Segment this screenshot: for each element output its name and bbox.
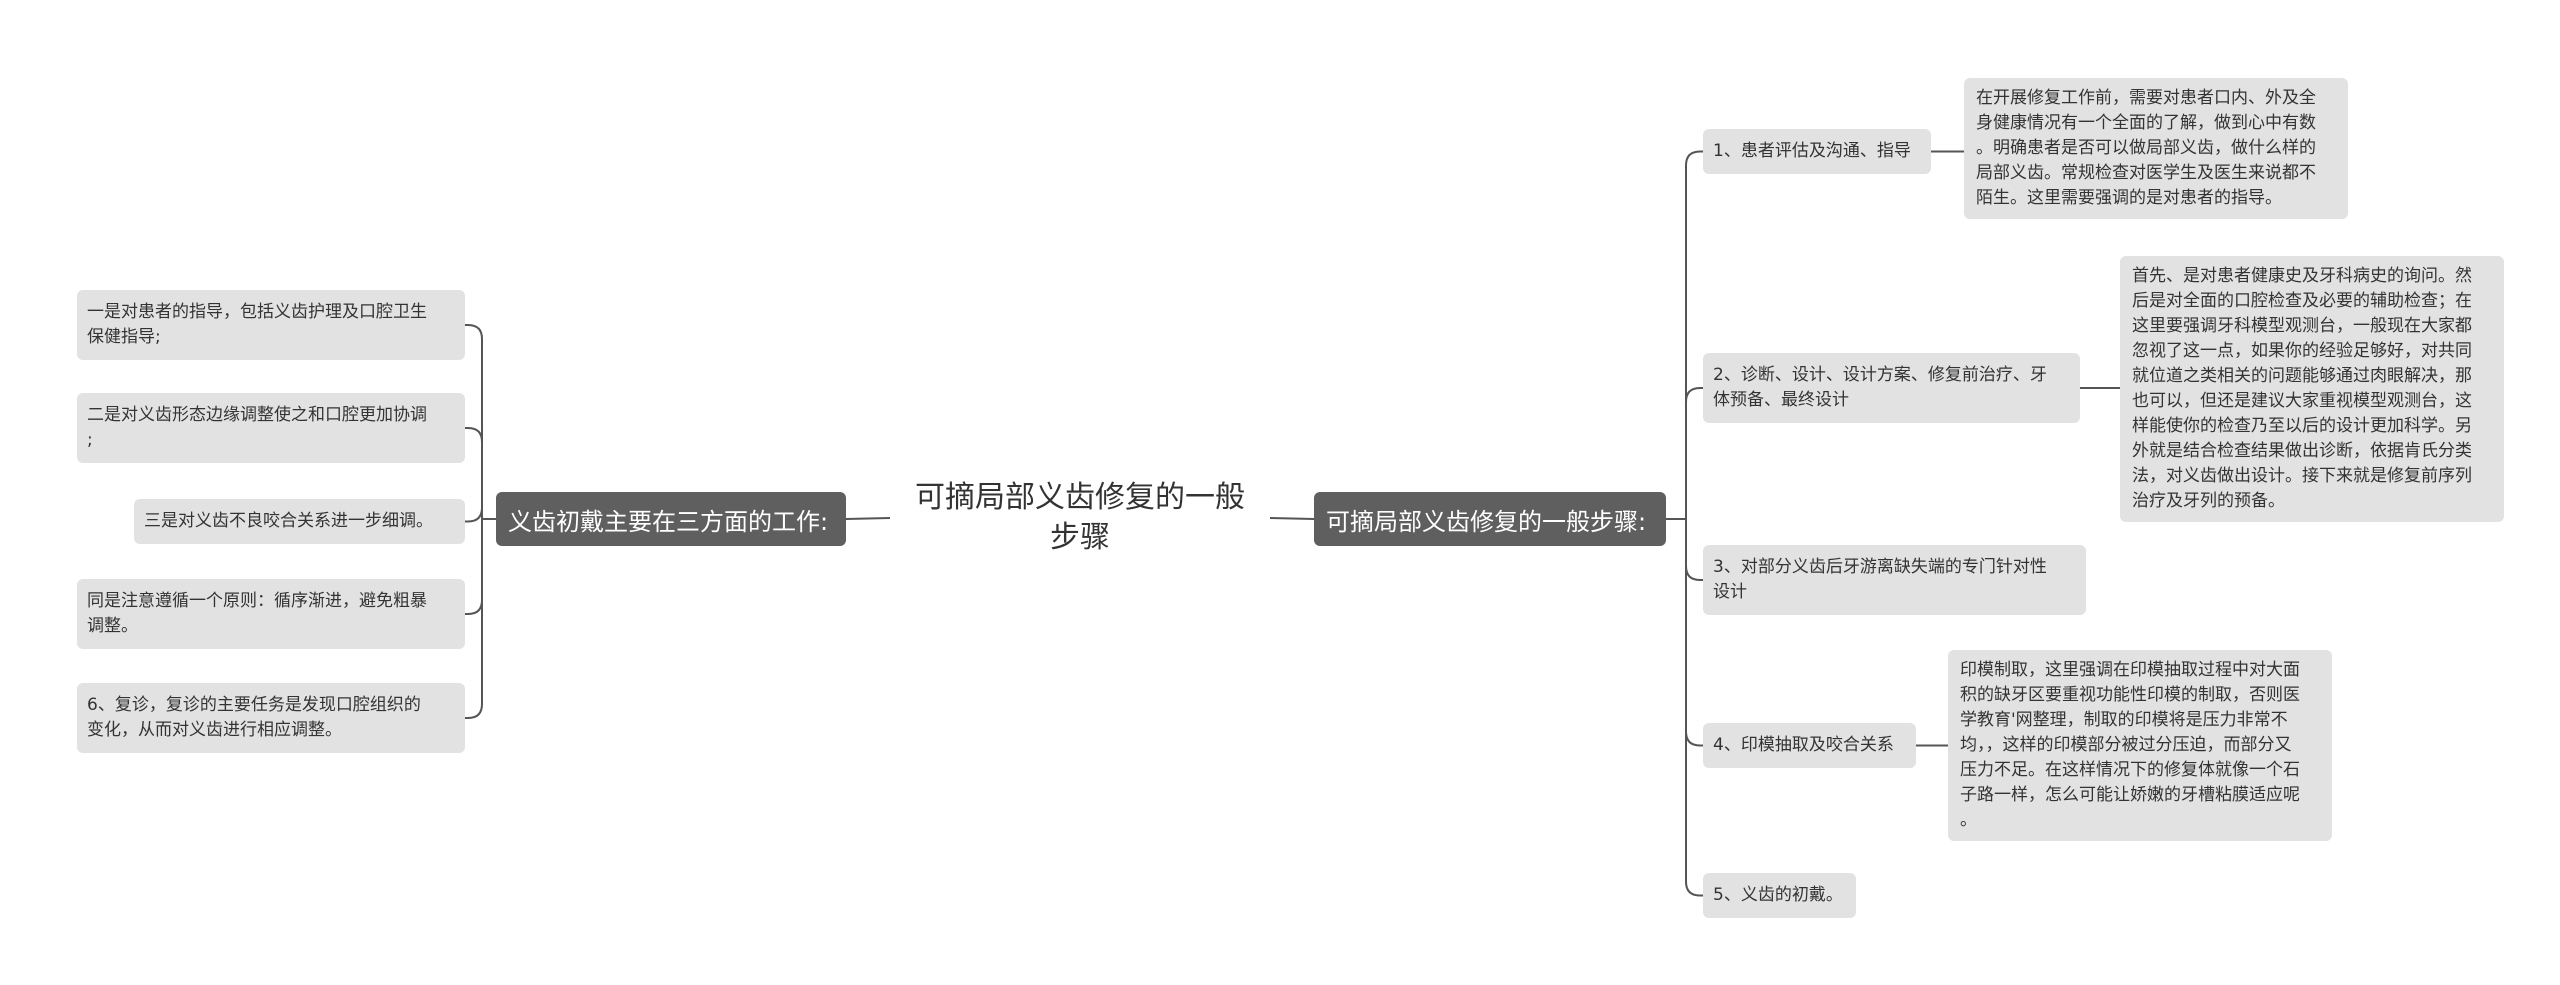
left-item-connector bbox=[465, 324, 483, 519]
detail-line: 学教育'网整理，制取的印模将是压力非常不 bbox=[1960, 710, 2288, 730]
right-item-2-detail[interactable]: 首先、是对患者健康史及牙科病史的询问。然 后是对全面的口腔检查及必要的辅助检查；… bbox=[2120, 256, 2504, 522]
root-topic-line: 步骤 bbox=[1050, 520, 1110, 555]
left-branch-label: 义齿初戴主要在三方面的工作: bbox=[508, 507, 829, 536]
detail-line: 均，，这样的印模部分被过分压迫，而部分又 bbox=[1960, 735, 2292, 755]
detail-line: 印模制取，这里强调在印模抽取过程中对大面 bbox=[1960, 660, 2300, 680]
right-item-1-detail[interactable]: 在开展修复工作前，需要对患者口内、外及全 身健康情况有一个全面的了解，做到心中有… bbox=[1964, 78, 2348, 219]
left-item-connector bbox=[465, 519, 483, 719]
detail-line: 陌生。这里需要强调的是对患者的指导。 bbox=[1976, 188, 2282, 208]
detail-line: 就位道之类相关的问题能够通过肉眼解决，那 bbox=[2132, 366, 2472, 386]
detail-line: 压力不足。在这样情况下的修复体就像一个石 bbox=[1960, 760, 2300, 780]
left-item-line: 保健指导; bbox=[87, 327, 161, 347]
right-item-line: 设计 bbox=[1713, 582, 1747, 602]
right-item-2[interactable]: 2、诊断、设计、设计方案、修复前治疗、牙 体预备、最终设计 bbox=[1703, 353, 2080, 423]
left-item-5[interactable]: 6、复诊，复诊的主要任务是发现口腔组织的 变化，从而对义齿进行相应调整。 bbox=[77, 683, 465, 753]
detail-line: 身健康情况有一个全面的了解，做到心中有数 bbox=[1976, 113, 2316, 133]
left-item-4[interactable]: 同是注意遵循一个原则：循序渐进，避免粗暴 调整。 bbox=[77, 579, 465, 649]
left-item-line: 一是对患者的指导，包括义齿护理及口腔卫生 bbox=[87, 302, 427, 322]
right-item-5[interactable]: 5、义齿的初戴。 bbox=[1703, 873, 1856, 918]
root-to-left-branch-connector bbox=[845, 517, 891, 520]
right-item-line: 4、印模抽取及咬合关系 bbox=[1713, 735, 1894, 755]
detail-line: 样能使你的检查乃至以后的设计更加科学。另 bbox=[2132, 416, 2472, 436]
right-item-line: 2、诊断、设计、设计方案、修复前治疗、牙 bbox=[1713, 365, 2047, 385]
detail-line: 后是对全面的口腔检查及必要的辅助检查；在 bbox=[2132, 291, 2472, 311]
root-topic-line: 可摘局部义齿修复的一般 bbox=[915, 480, 1245, 515]
right-item-connector bbox=[1685, 150, 1703, 519]
right-item-line: 5、义齿的初戴。 bbox=[1713, 885, 1843, 905]
right-item-3[interactable]: 3、对部分义齿后牙游离缺失端的专门针对性 设计 bbox=[1703, 545, 2086, 615]
left-branch-topic[interactable]: 义齿初戴主要在三方面的工作: bbox=[496, 492, 846, 546]
left-item-connector bbox=[465, 427, 483, 519]
left-item-line: 变化，从而对义齿进行相应调整。 bbox=[87, 720, 342, 740]
right-item-connector bbox=[1685, 519, 1703, 581]
left-item-line: 6、复诊，复诊的主要任务是发现口腔组织的 bbox=[87, 695, 421, 715]
detail-line: 也可以，但还是建议大家重视模型观测台，这 bbox=[2132, 391, 2472, 411]
left-item-line: 三是对义齿不良咬合关系进一步细调。 bbox=[144, 511, 433, 531]
detail-line: 外就是结合检查结果做出诊断，依据肯氏分类 bbox=[2132, 441, 2472, 461]
right-item-connector bbox=[1685, 387, 1703, 519]
left-item-1[interactable]: 一是对患者的指导，包括义齿护理及口腔卫生 保健指导; bbox=[77, 290, 465, 360]
right-item-1[interactable]: 1、患者评估及沟通、指导 bbox=[1703, 129, 1931, 174]
left-item-line: 二是对义齿形态边缘调整使之和口腔更加协调 bbox=[87, 405, 427, 425]
left-item-2[interactable]: 二是对义齿形态边缘调整使之和口腔更加协调 ; bbox=[77, 393, 465, 463]
left-item-line: 调整。 bbox=[87, 616, 138, 636]
detail-line: 法，对义齿做出设计。接下来就是修复前序列 bbox=[2132, 466, 2472, 486]
right-branch-topic[interactable]: 可摘局部义齿修复的一般步骤: bbox=[1314, 492, 1666, 546]
right-item-4-detail[interactable]: 印模制取，这里强调在印模抽取过程中对大面 积的缺牙区要重视功能性印模的制取，否则… bbox=[1948, 650, 2332, 841]
right-item-connector bbox=[1685, 519, 1703, 747]
detail-line: 治疗及牙列的预备。 bbox=[2132, 491, 2285, 511]
detail-line: 积的缺牙区要重视功能性印模的制取，否则医 bbox=[1960, 685, 2300, 705]
detail-line: 在开展修复工作前，需要对患者口内、外及全 bbox=[1976, 88, 2316, 108]
right-branch-label: 可摘局部义齿修复的一般步骤: bbox=[1326, 507, 1647, 536]
left-item-line: ; bbox=[87, 430, 93, 450]
left-item-3[interactable]: 三是对义齿不良咬合关系进一步细调。 bbox=[134, 499, 465, 544]
right-item-connector bbox=[1685, 519, 1703, 897]
detail-line: 。明确患者是否可以做局部义齿，做什么样的 bbox=[1976, 138, 2316, 158]
right-item-line: 体预备、最终设计 bbox=[1713, 390, 1849, 410]
left-item-connector bbox=[465, 519, 483, 615]
detail-line: 这里要强调牙科模型观测台，一般现在大家都 bbox=[2132, 316, 2472, 336]
detail-line: 忽视了这一点，如果你的经验足够好，对共同 bbox=[2132, 341, 2472, 361]
right-item-line: 3、对部分义齿后牙游离缺失端的专门针对性 bbox=[1713, 557, 2047, 577]
root-to-right-branch-connector bbox=[1269, 517, 1315, 520]
detail-line: 。 bbox=[1960, 810, 1977, 830]
right-item-4[interactable]: 4、印模抽取及咬合关系 bbox=[1703, 723, 1916, 768]
root-topic[interactable]: 可摘局部义齿修复的一般 步骤 bbox=[890, 468, 1270, 568]
detail-line: 局部义齿。常规检查对医学生及医生来说都不 bbox=[1976, 163, 2316, 183]
detail-line: 子路一样，怎么可能让娇嫩的牙槽粘膜适应呢 bbox=[1960, 785, 2300, 805]
right-item-line: 1、患者评估及沟通、指导 bbox=[1713, 141, 1911, 161]
detail-line: 首先、是对患者健康史及牙科病史的询问。然 bbox=[2132, 266, 2472, 286]
left-item-connector bbox=[465, 507, 483, 523]
left-item-line: 同是注意遵循一个原则：循序渐进，避免粗暴 bbox=[87, 591, 427, 611]
